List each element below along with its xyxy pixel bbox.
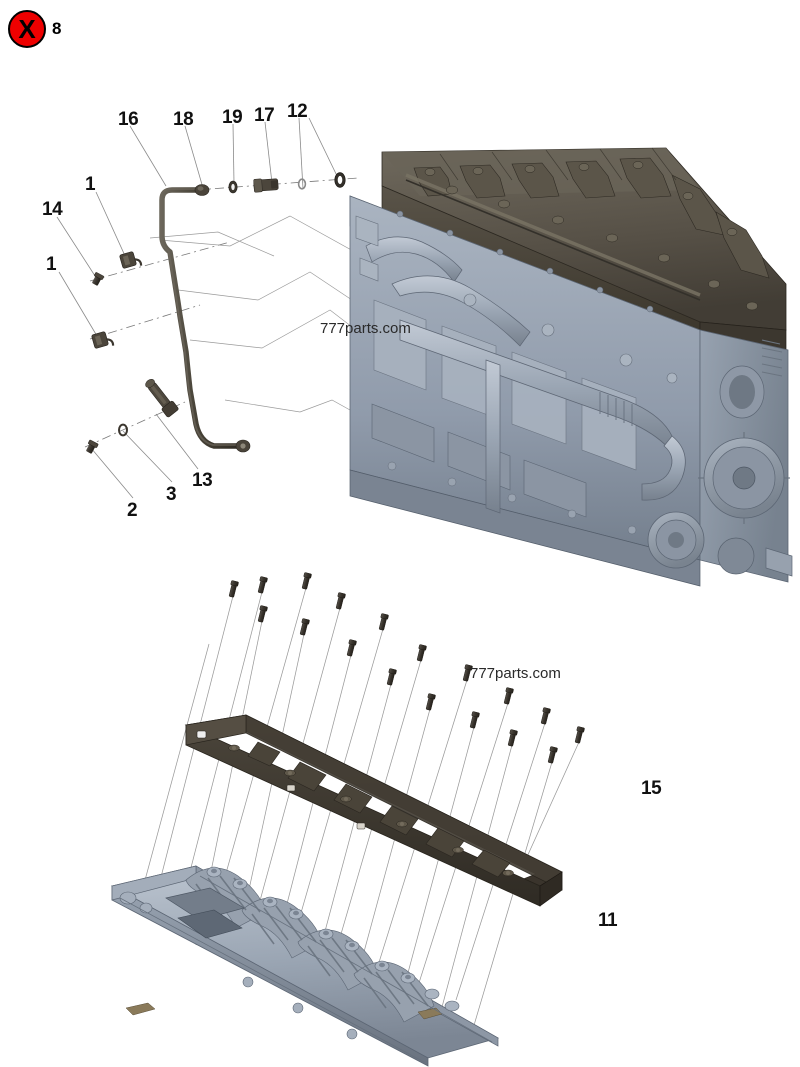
callout-13[interactable]: 13 [192, 470, 213, 491]
x-mark-icon: X [8, 10, 46, 48]
watermark-top: 777parts.com [320, 320, 411, 337]
callout-1-upper[interactable]: 1 [85, 174, 96, 195]
engine-block-assembly [349, 147, 793, 587]
callout-12[interactable]: 12 [287, 101, 308, 122]
x-mark-symbol: X [18, 14, 36, 44]
callout-18[interactable]: 18 [173, 109, 194, 130]
capscrew-set [228, 572, 585, 764]
callout-17[interactable]: 17 [254, 105, 275, 126]
banjo-fitting-group [86, 379, 179, 454]
tube-clamps-and-bolts [91, 251, 143, 349]
callout-1-lower[interactable]: 1 [46, 254, 57, 275]
projection-lines [149, 215, 401, 413]
watermark-bottom: 777parts.com [470, 665, 561, 682]
leader-lines-upper [56, 117, 340, 499]
gear-train [647, 339, 793, 577]
callout-11[interactable]: 11 [598, 910, 618, 931]
rocker-housing-frame-part [184, 714, 563, 907]
callout-2[interactable]: 2 [127, 500, 138, 521]
assembly-center-lines [84, 177, 359, 448]
callout-14[interactable]: 14 [42, 199, 63, 220]
callout-3[interactable]: 3 [166, 484, 177, 505]
callout-16[interactable]: 16 [118, 109, 139, 130]
cylinder-head-assembly [110, 865, 500, 1067]
inline-hardware [228, 172, 346, 194]
callout-19[interactable]: 19 [222, 107, 243, 128]
badge-number: 8 [52, 19, 62, 38]
callout-15[interactable]: 15 [641, 778, 662, 799]
fuel-supply-tube-part [159, 184, 251, 453]
